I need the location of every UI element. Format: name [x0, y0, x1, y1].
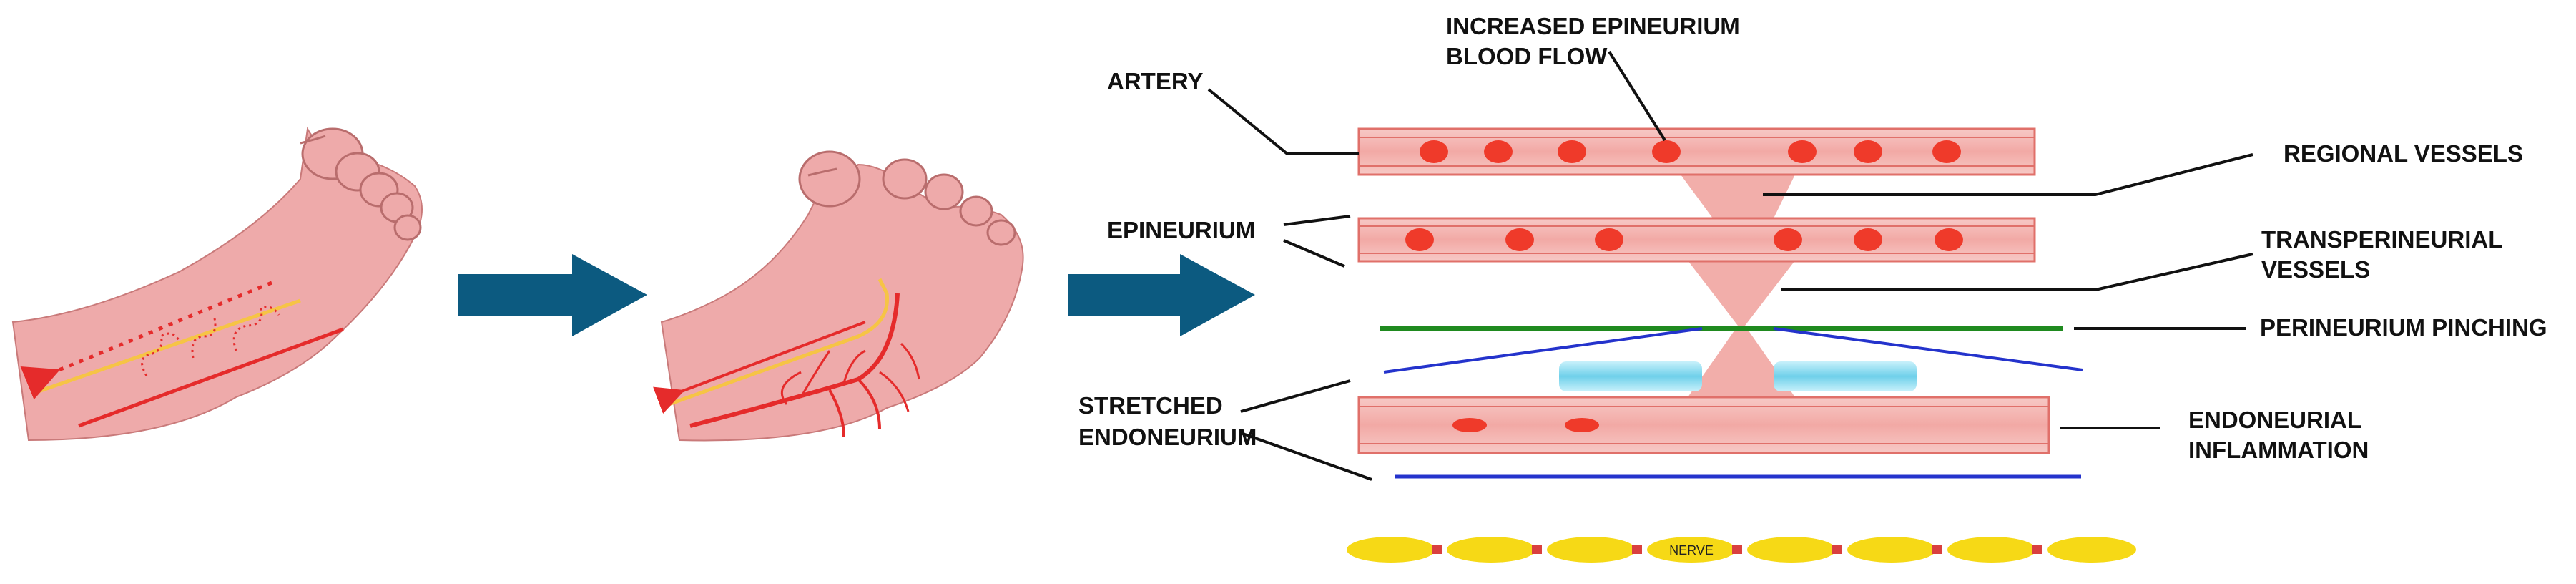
endoneurium-vessel: [1357, 396, 2050, 454]
label-transperineurial-1: TRANSPERINEURIAL: [2261, 226, 2502, 253]
nerve-label: NERVE: [1669, 543, 1714, 558]
foot-icon: [11, 126, 423, 442]
edema-right: [1774, 361, 1917, 391]
label-stretched-1: STRETCHED: [1078, 392, 1223, 419]
nerve-chain: [1347, 537, 2136, 563]
leader-lines: [1207, 50, 2253, 481]
label-artery: ARTERY: [1107, 68, 1203, 94]
label-regional-vessels: REGIONAL VESSELS: [2284, 140, 2523, 167]
foot-icon: [653, 150, 1024, 442]
arrow-right-icon: [458, 254, 647, 336]
label-stretched-2: ENDONEURIUM: [1078, 424, 1257, 450]
label-perineurium-pinching: PERINEURIUM PINCHING: [2260, 314, 2547, 341]
edema-left: [1559, 361, 1702, 391]
regional-vessel-link: [1681, 175, 1795, 218]
endoneurium-upper-left: [1383, 327, 1703, 374]
epineurium-vessel: [1357, 217, 2036, 263]
label-transperineurial-2: VESSELS: [2261, 256, 2370, 283]
label-endoneurial-2: INFLAMMATION: [2188, 437, 2369, 463]
label-increased-2: BLOOD FLOW: [1446, 43, 1608, 69]
endoneurium-upper-right: [1773, 327, 2083, 371]
arrow-right-icon: [1068, 254, 1255, 336]
artery-vessel: [1357, 127, 2036, 176]
label-increased-1: INCREASED EPINEURIUM: [1446, 13, 1740, 39]
label-endoneurial-1: ENDONEURIAL: [2188, 407, 2361, 433]
label-epineurium: EPINEURIUM: [1107, 217, 1255, 243]
